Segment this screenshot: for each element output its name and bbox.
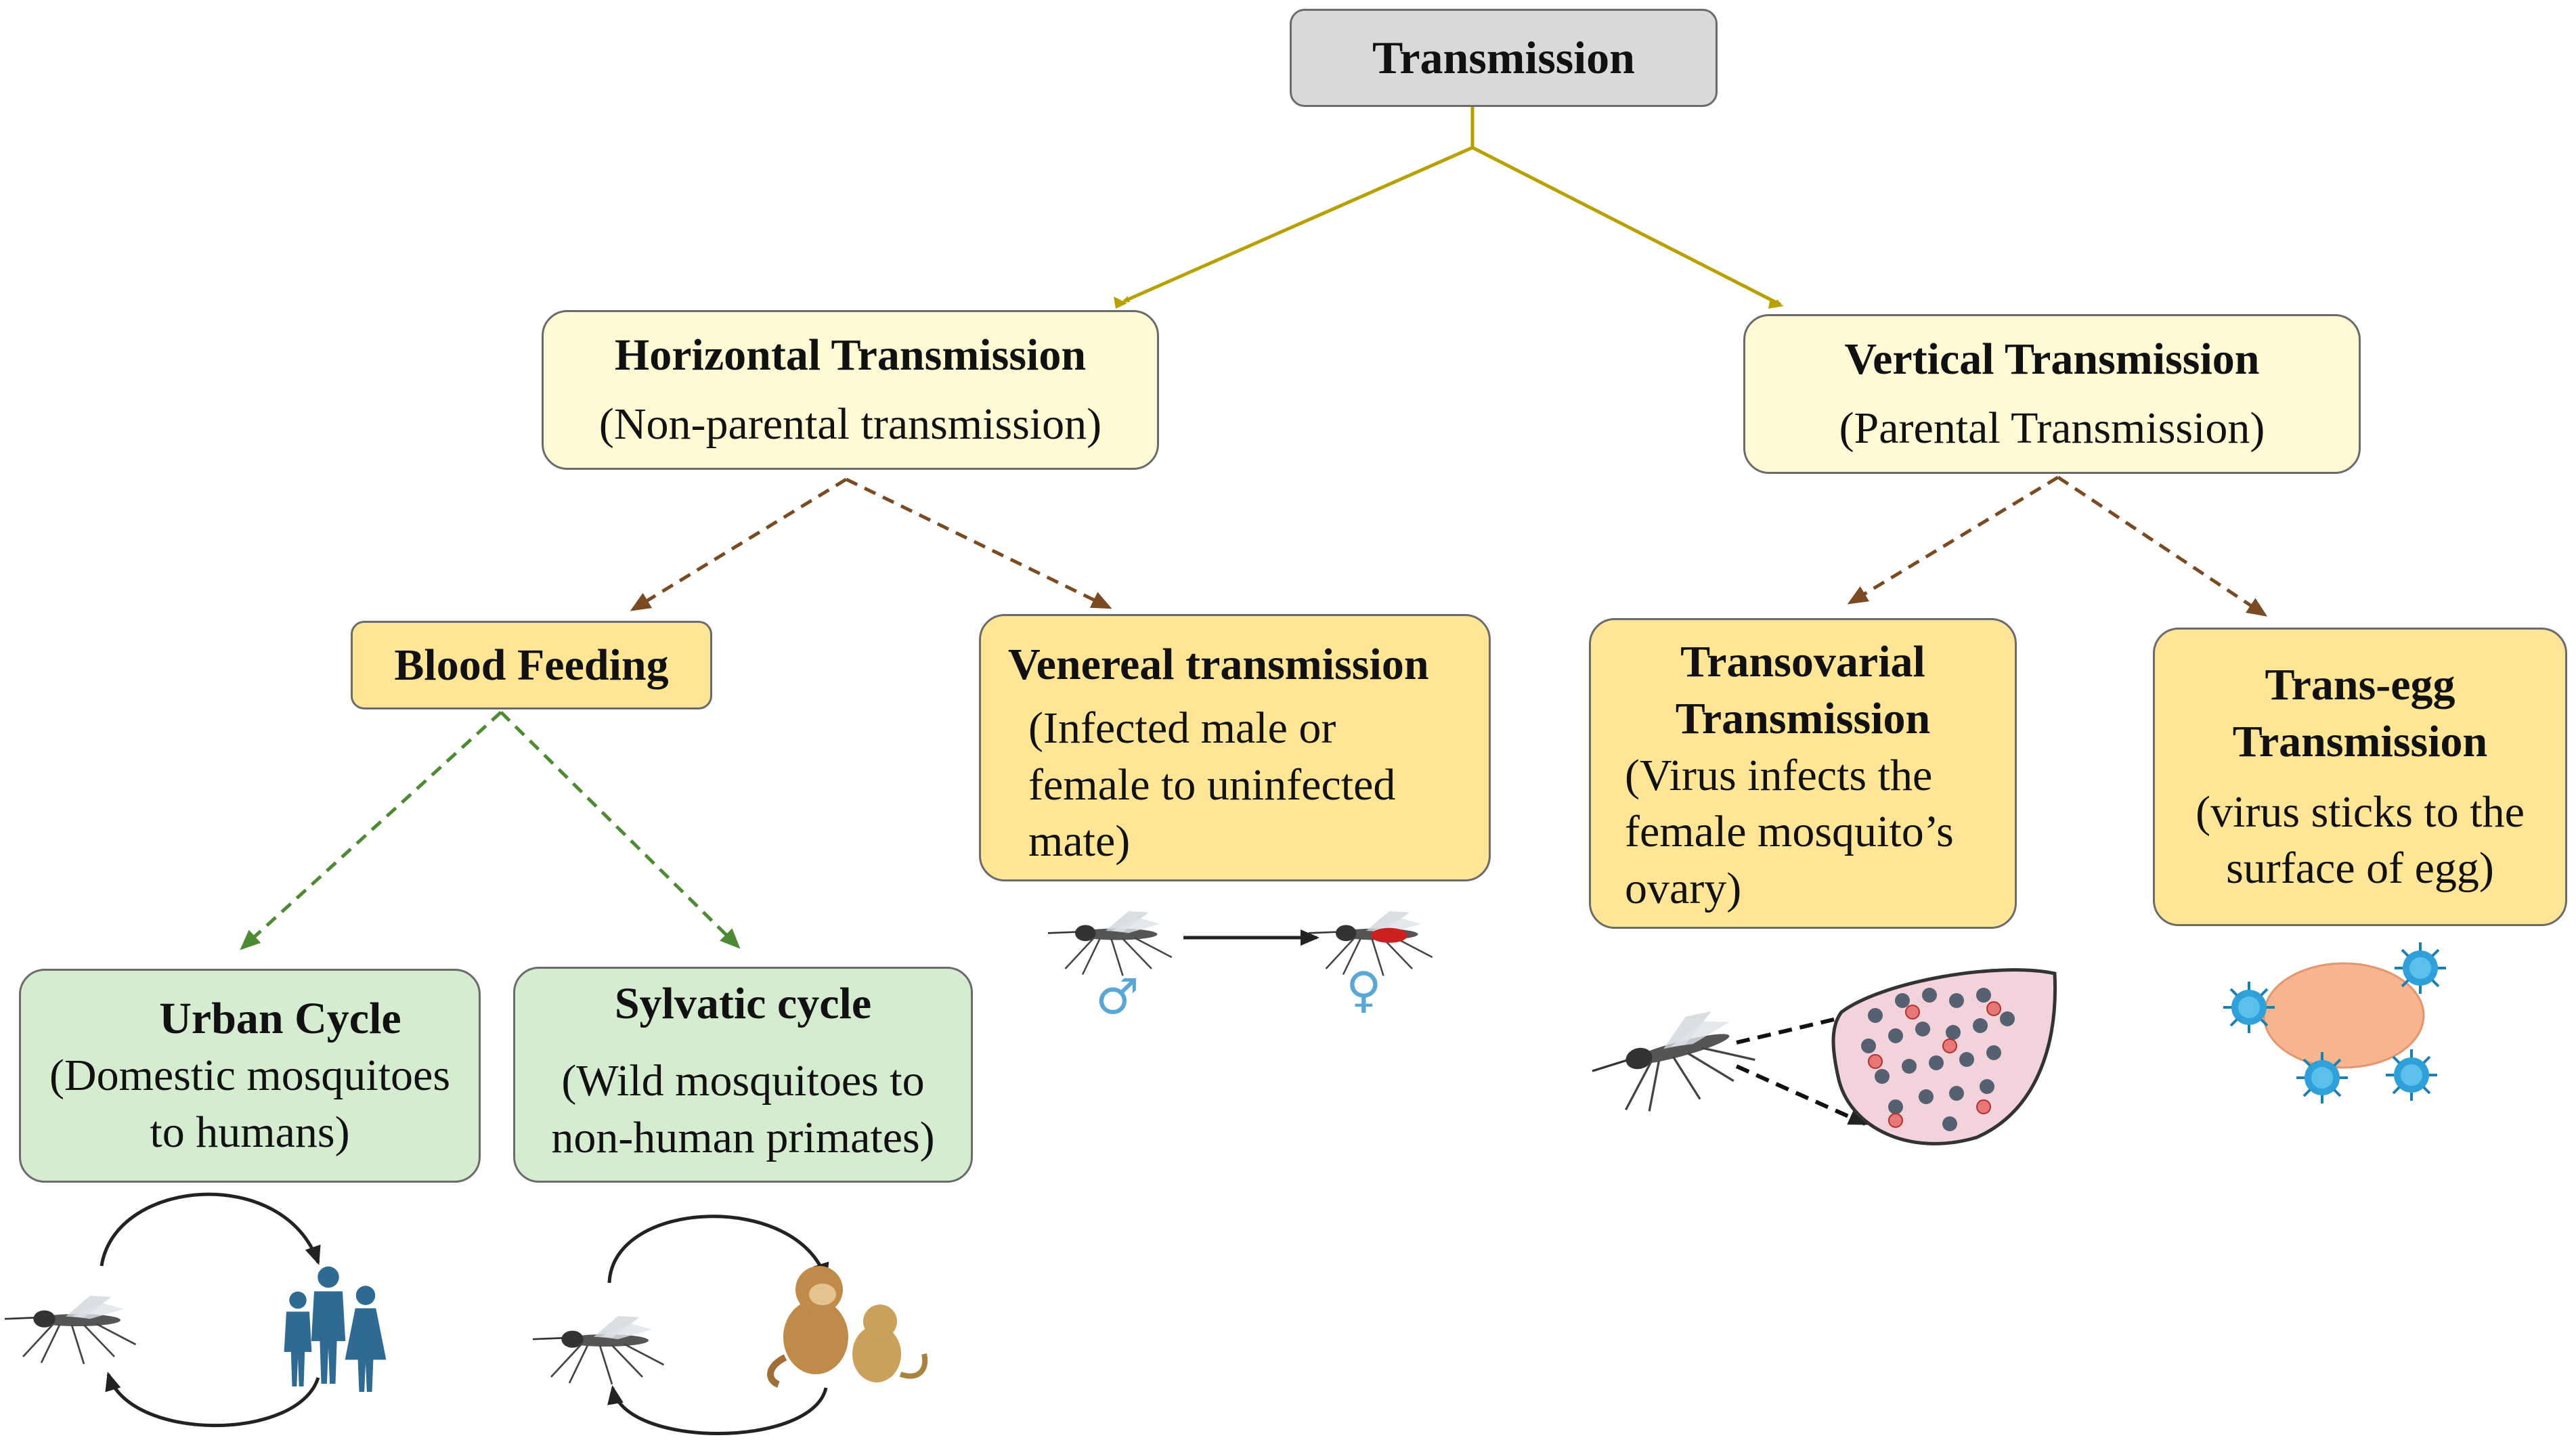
mosquito-icon-transovarial <box>1584 1001 1763 1126</box>
mosquito-icon-urban <box>3 1294 137 1365</box>
transovarial-title-line-1: Transovarial <box>1680 637 1925 686</box>
urban-top-arrow <box>100 1192 321 1267</box>
human-family-icon <box>284 1266 387 1392</box>
mosquito-icon-sylvatic <box>531 1315 665 1386</box>
urban-line-1: (Domestic mosquitoes <box>49 1051 451 1101</box>
blood-feeding-connector <box>240 711 741 950</box>
root-connector <box>1114 107 1784 309</box>
female-symbol: ♀ <box>1346 961 1382 1018</box>
venereal-line-3: mate) <box>1028 816 1131 867</box>
node-blood-feeding: Blood Feeding <box>351 621 712 709</box>
venereal-illustration <box>1047 910 1434 977</box>
egg-icon <box>2263 962 2425 1069</box>
sylvatic-line-1: (Wild mosquitoes to <box>561 1055 925 1106</box>
monkey-icon <box>767 1266 928 1388</box>
sylvatic-title: Sylvatic cycle <box>614 979 872 1028</box>
node-transovarial-transmission: Transovarial Transmission (Virus infects… <box>1589 618 2017 929</box>
horizontal-title: Horizontal Transmission <box>614 330 1087 380</box>
vertical-subtitle: (Parental Transmission) <box>1839 403 2265 453</box>
trans-egg-illustration <box>2222 941 2447 1105</box>
horizontal-connector <box>630 477 1112 611</box>
vertical-title: Vertical Transmission <box>1844 334 2260 385</box>
node-trans-egg-transmission: Trans-egg Transmission (virus sticks to … <box>2153 628 2567 926</box>
trans-egg-title-line-2: Transmission <box>2232 716 2488 766</box>
root-node-transmission: Transmission <box>1290 9 1718 107</box>
sylvatic-cycle-illustration <box>531 1215 928 1435</box>
trans-egg-title-line-1: Trans-egg <box>2265 660 2455 709</box>
venereal-line-1: (Infected male or <box>1028 703 1336 753</box>
transovarial-title-line-2: Transmission <box>1675 693 1931 743</box>
node-vertical-transmission: Vertical Transmission (Parental Transmis… <box>1743 314 2361 474</box>
node-sylvatic-cycle: Sylvatic cycle (Wild mosquitoes to non-h… <box>513 967 973 1183</box>
male-symbol: ♂ <box>1095 968 1139 1025</box>
transovarial-line-3: ovary) <box>1625 864 1742 914</box>
trans-egg-line-2: surface of egg) <box>2226 844 2494 894</box>
sylvatic-top-arrow <box>607 1215 829 1284</box>
horizontal-subtitle: (Non-parental transmission) <box>598 399 1102 449</box>
venereal-line-2: female to uninfected <box>1028 760 1396 810</box>
node-venereal-transmission: Venereal transmission (Infected male or … <box>979 614 1491 881</box>
urban-title: Urban Cycle <box>159 994 401 1044</box>
transovarial-illustration <box>1584 968 2057 1145</box>
blood-feeding-title: Blood Feeding <box>394 640 669 690</box>
urban-cycle-illustration <box>3 1192 387 1428</box>
trans-egg-line-1: (virus sticks to the <box>2196 787 2525 837</box>
vertical-connector <box>1847 475 2268 617</box>
node-urban-cycle: Urban Cycle (Domestic mosquitoes to huma… <box>19 969 481 1183</box>
transovarial-line-1: (Virus infects the <box>1625 750 1933 800</box>
sylvatic-line-2: non-human primates) <box>551 1112 935 1162</box>
urban-bottom-arrow <box>105 1372 320 1428</box>
urban-line-2: to humans) <box>150 1107 350 1157</box>
root-title: Transmission <box>1372 32 1635 84</box>
sylvatic-bottom-arrow <box>607 1385 828 1435</box>
female-mosquito-icon <box>1307 910 1434 977</box>
transovarial-line-2: female mosquito’s <box>1625 807 1954 857</box>
node-horizontal-transmission: Horizontal Transmission (Non-parental tr… <box>542 310 1159 470</box>
male-mosquito-icon <box>1047 910 1173 977</box>
ovary-icon <box>1831 968 2057 1145</box>
venereal-title: Venereal transmission <box>1008 640 1429 689</box>
